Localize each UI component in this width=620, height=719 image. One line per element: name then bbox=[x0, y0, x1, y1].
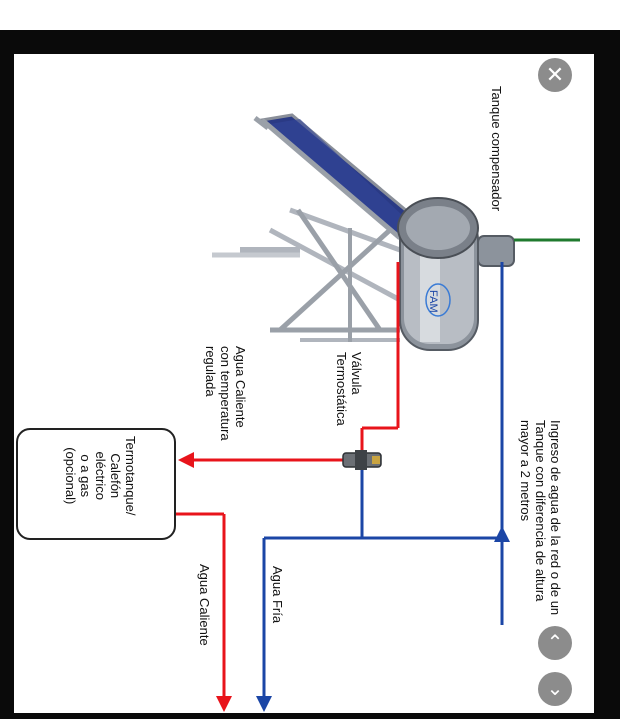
diagram-canvas bbox=[14, 54, 594, 713]
label-valve: Válvula Termostática bbox=[334, 352, 364, 426]
thermostatic-valve bbox=[342, 450, 382, 470]
window-frame-left bbox=[0, 30, 14, 719]
scroll-up-button[interactable]: ⌃ bbox=[538, 626, 572, 660]
label-hot-water: Agua Caliente bbox=[197, 564, 212, 646]
heater-label: Termotanque/ Calefón eléctrico o a gas (… bbox=[63, 436, 138, 516]
cold-outlet-arrow bbox=[256, 696, 272, 712]
brand-logo bbox=[425, 283, 451, 317]
close-icon: ✕ bbox=[545, 62, 565, 87]
heater-box bbox=[16, 428, 176, 540]
inlet-arrow bbox=[494, 526, 510, 542]
solar-collector bbox=[212, 113, 423, 342]
chevron-down-icon: ⌄ bbox=[546, 678, 564, 700]
scroll-down-button[interactable]: ⌄ bbox=[538, 672, 572, 706]
chevron-up-icon: ⌃ bbox=[546, 632, 564, 654]
brand-text: FAM bbox=[427, 290, 439, 313]
window-frame-bottom bbox=[0, 713, 620, 719]
storage-tank: FAM bbox=[397, 197, 515, 351]
hot-water-pipes bbox=[176, 262, 400, 712]
cold-water-pipes bbox=[256, 262, 510, 712]
label-inlet: Ingreso de agua de la red o de un Tanque… bbox=[518, 420, 563, 616]
label-cold-water: Agua Fría bbox=[270, 566, 285, 624]
hot-to-heater-arrow bbox=[178, 452, 194, 468]
label-tank: Tanque compensador bbox=[489, 86, 504, 212]
hot-outlet-arrow bbox=[216, 696, 232, 712]
close-button[interactable]: ✕ bbox=[538, 58, 572, 92]
compensator-tank bbox=[477, 235, 515, 267]
window-frame-top bbox=[0, 30, 620, 54]
window-frame-right bbox=[594, 30, 620, 719]
label-hot-regulated: Agua Caliente con temperatura regulada bbox=[203, 346, 248, 441]
